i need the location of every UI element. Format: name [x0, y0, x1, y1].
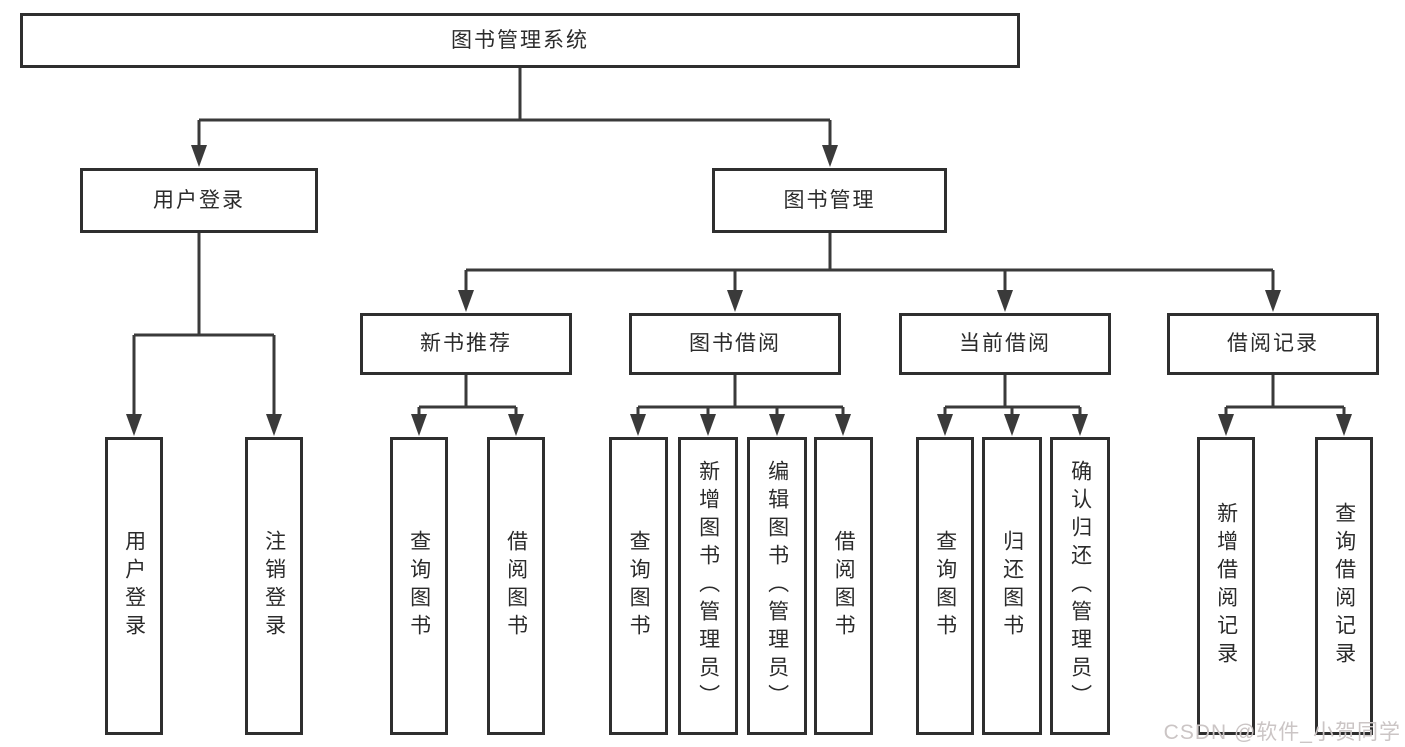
leaf-query-borrow-record: 查询借阅记录 [1315, 437, 1373, 735]
leaf-query-books-current: 查询图书 [916, 437, 974, 735]
node-book-borrow: 图书借阅 [629, 313, 841, 375]
node-user-login: 用户登录 [80, 168, 318, 233]
node-new-book-recommend: 新书推荐 [360, 313, 572, 375]
node-book-management: 图书管理 [712, 168, 947, 233]
leaf-add-borrow-record: 新增借阅记录 [1197, 437, 1255, 735]
node-current-borrow: 当前借阅 [899, 313, 1111, 375]
leaf-logout: 注销登录 [245, 437, 303, 735]
leaf-edit-book-admin: 编辑图书（管理员） [747, 437, 807, 735]
leaf-confirm-return-admin: 确认归还（管理员） [1050, 437, 1110, 735]
leaf-return-books: 归还图书 [982, 437, 1042, 735]
csdn-watermark: CSDN @软件_小贺同学 [1163, 721, 1401, 744]
leaf-borrow-books: 借阅图书 [814, 437, 873, 735]
leaf-query-books-recommend: 查询图书 [390, 437, 448, 735]
leaf-borrow-books-recommend: 借阅图书 [487, 437, 545, 735]
leaf-query-books-borrow: 查询图书 [609, 437, 668, 735]
node-library-system: 图书管理系统 [20, 13, 1020, 68]
leaf-user-login: 用户登录 [105, 437, 163, 735]
leaf-add-book-admin: 新增图书（管理员） [678, 437, 738, 735]
node-borrow-records: 借阅记录 [1167, 313, 1379, 375]
